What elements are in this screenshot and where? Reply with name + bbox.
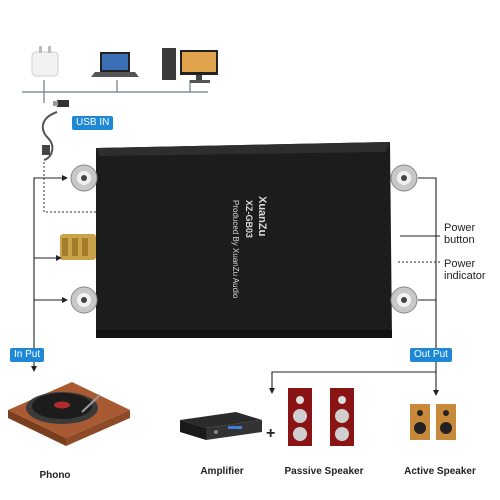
usb-cable-icon <box>41 100 69 161</box>
in-put-tag: In Put <box>10 348 45 362</box>
dac-device <box>96 142 392 338</box>
power-adapter-icon <box>31 46 59 77</box>
device-producer: Produced By XuanZu Audio <box>231 200 240 299</box>
rca-jack-right-bottom <box>390 286 418 314</box>
amplifier-icon <box>180 412 262 440</box>
out-put-tag: Out Put <box>410 348 452 362</box>
headphone-jack <box>60 234 96 260</box>
power-indicator-label: Power indicator <box>444 258 486 282</box>
active-speaker-caption: Active Speaker <box>404 466 476 477</box>
source-bracket <box>22 80 208 93</box>
turntable-icon <box>8 382 130 446</box>
rca-jack-right-top <box>390 164 418 192</box>
power-button-label: Power button <box>444 222 476 246</box>
laptop-icon <box>91 52 139 77</box>
desktop-computer-icon <box>162 48 218 83</box>
in-put-label: In Put <box>14 349 41 360</box>
svg-text:+: + <box>266 425 275 442</box>
passive-speaker-icon <box>288 388 354 446</box>
out-put-label: Out Put <box>414 349 448 360</box>
rca-jack-left-bottom <box>70 286 98 314</box>
rca-jack-left-top <box>70 164 98 192</box>
phono-caption: Phono <box>39 470 71 481</box>
active-speaker-icon <box>410 404 456 440</box>
usb-in-tag: USB IN <box>72 116 114 130</box>
device-brand: XuanZu <box>256 196 268 237</box>
usb-in-label: USB IN <box>76 117 110 128</box>
amplifier-caption: Amplifier <box>200 466 244 477</box>
device-model: XZ-GB03 <box>244 200 254 239</box>
passive-speaker-caption: Passive Speaker <box>284 466 364 477</box>
